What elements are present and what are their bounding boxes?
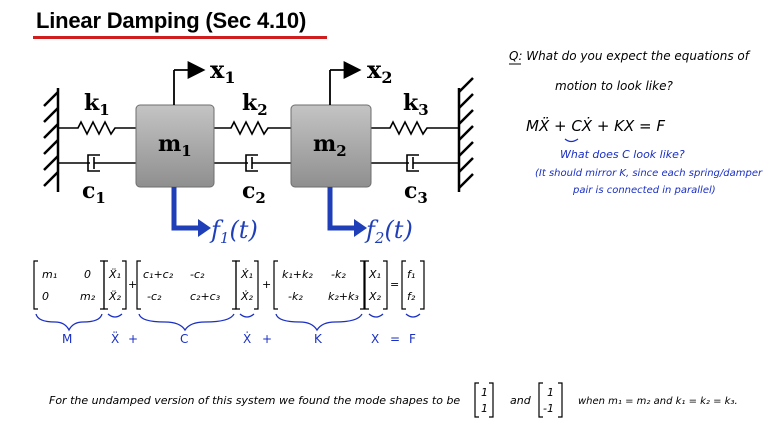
- label-plus-1: +: [128, 332, 138, 346]
- page-title: Linear Damping (Sec 4.10): [36, 8, 307, 33]
- label-Xddot: Ẍ: [111, 331, 119, 346]
- matrix-M-12: 0: [84, 268, 91, 281]
- sentence-and: and: [510, 394, 532, 407]
- matrix-M-22: m₂: [80, 290, 96, 303]
- vector-Xddot-1: Ẍ₁: [108, 268, 121, 281]
- mode-shape-sentence: For the undamped version of this system …: [49, 382, 738, 418]
- blue-note-line-1: What does C look like?: [560, 148, 685, 161]
- vector-F: f₁ f₂: [401, 260, 425, 310]
- matrix-K-21: -k₂: [288, 290, 303, 303]
- label-f1: f1(t): [209, 216, 258, 247]
- label-Xdot: Ẋ: [243, 331, 251, 346]
- matrix-C-12: -c₂: [190, 268, 205, 281]
- label-c2: c2: [242, 178, 266, 207]
- matrix-equation: m₁ 0 0 m₂ Ẍ₁ Ẍ₂ + c₁+c₂ -c₂ -c₂ c₂+c₃ Ẋ₁…: [33, 260, 425, 310]
- blue-note-line-2: (It should mirror K, since each spring/d…: [535, 168, 763, 179]
- label-c3: c3: [404, 178, 428, 207]
- mass-spring-damper-diagram: m1 m2 k1 k2 k3 c1 c2 c3 x1 x2: [43, 55, 474, 247]
- label-equals: =: [390, 332, 400, 346]
- handwritten-notes: Q: What do you expect the equations of m…: [509, 49, 763, 196]
- label-c1: c1: [82, 178, 106, 207]
- sentence-part-a: For the undamped version of this system …: [49, 394, 460, 407]
- matrix-M-21: 0: [42, 290, 49, 303]
- equation-c-underline: [564, 138, 579, 143]
- question-line-2: motion to look like?: [555, 79, 673, 93]
- vector-Xdot: Ẋ₁ Ẋ₂: [235, 260, 259, 310]
- vector-Xddot: Ẍ₁ Ẍ₂: [103, 260, 127, 310]
- label-K: K: [314, 332, 323, 346]
- label-m2: m2: [313, 131, 347, 160]
- label-k1: k1: [84, 90, 110, 119]
- mode-vector-2-top: 1: [547, 386, 554, 399]
- spring-k2: [214, 120, 291, 136]
- damper-c3: [371, 154, 459, 172]
- label-plus-2: +: [262, 332, 272, 346]
- matrix-K: k₁+k₂ -k₂ -k₂ k₂+k₃: [273, 260, 365, 310]
- matrix-C-11: c₁+c₂: [143, 268, 174, 281]
- matrix-K-12: -k₂: [331, 268, 346, 281]
- matrix-labels: M Ẍ + C Ẋ + K X = F: [62, 331, 416, 346]
- sentence-part-b: when m₁ = m₂ and k₁ = k₂ = k₃.: [578, 396, 738, 407]
- left-wall: [43, 88, 60, 192]
- label-X: X: [371, 332, 379, 346]
- force-arrow-f2: [327, 187, 367, 237]
- mode-vector-1: 1 1: [474, 382, 494, 418]
- matrix-C: c₁+c₂ -c₂ -c₂ c₂+c₃: [136, 260, 237, 310]
- matrix-C-21: -c₂: [147, 290, 162, 303]
- matrix-C-22: c₂+c₃: [190, 290, 221, 303]
- displacement-arrow-x1: [173, 61, 206, 105]
- mode-vector-2: 1 -1: [538, 382, 563, 418]
- mode-vector-2-bottom: -1: [543, 402, 554, 415]
- vector-X: X₁ X₂: [364, 260, 388, 310]
- vector-Xdot-1: Ẋ₁: [240, 268, 253, 281]
- spring-k3: [371, 120, 459, 136]
- blue-note-line-3: pair is connected in parallel): [572, 185, 716, 196]
- plus-2: +: [262, 278, 271, 291]
- damper-c1: [58, 154, 136, 172]
- vector-X-2: X₂: [368, 290, 382, 303]
- mode-vector-1-bottom: 1: [481, 402, 488, 415]
- label-C: C: [180, 332, 188, 346]
- mode-vector-1-top: 1: [481, 386, 488, 399]
- matrix-M-11: m₁: [42, 268, 57, 281]
- label-x1: x1: [210, 55, 235, 87]
- vector-Xdot-2: Ẋ₂: [240, 290, 254, 303]
- label-k2: k2: [242, 90, 268, 119]
- equals: =: [390, 278, 399, 291]
- label-M: M: [62, 332, 72, 346]
- matrix-braces: [35, 313, 421, 332]
- label-k3: k3: [403, 90, 429, 119]
- matrix-M: m₁ 0 0 m₂: [33, 260, 105, 310]
- label-f2: f2(t): [364, 216, 413, 247]
- vector-F-2: f₂: [407, 290, 416, 303]
- right-wall: [457, 77, 474, 192]
- vector-Xddot-2: Ẍ₂: [108, 290, 122, 303]
- force-arrow-f1: [171, 187, 211, 237]
- spring-k1: [58, 120, 136, 136]
- label-x2: x2: [367, 55, 392, 87]
- displacement-arrow-x2: [329, 61, 362, 105]
- matrix-K-11: k₁+k₂: [282, 268, 313, 281]
- damper-c2: [214, 154, 291, 172]
- equation-of-motion: MẌ + CẊ + KX = F: [526, 116, 665, 135]
- vector-F-1: f₁: [407, 268, 415, 281]
- vector-X-1: X₁: [368, 268, 381, 281]
- title-underline: [33, 36, 327, 39]
- question-line-1: Q: What do you expect the equations of: [509, 49, 751, 63]
- label-F: F: [409, 332, 416, 346]
- plus-1: +: [128, 278, 137, 291]
- matrix-K-22: k₂+k₃: [328, 290, 359, 303]
